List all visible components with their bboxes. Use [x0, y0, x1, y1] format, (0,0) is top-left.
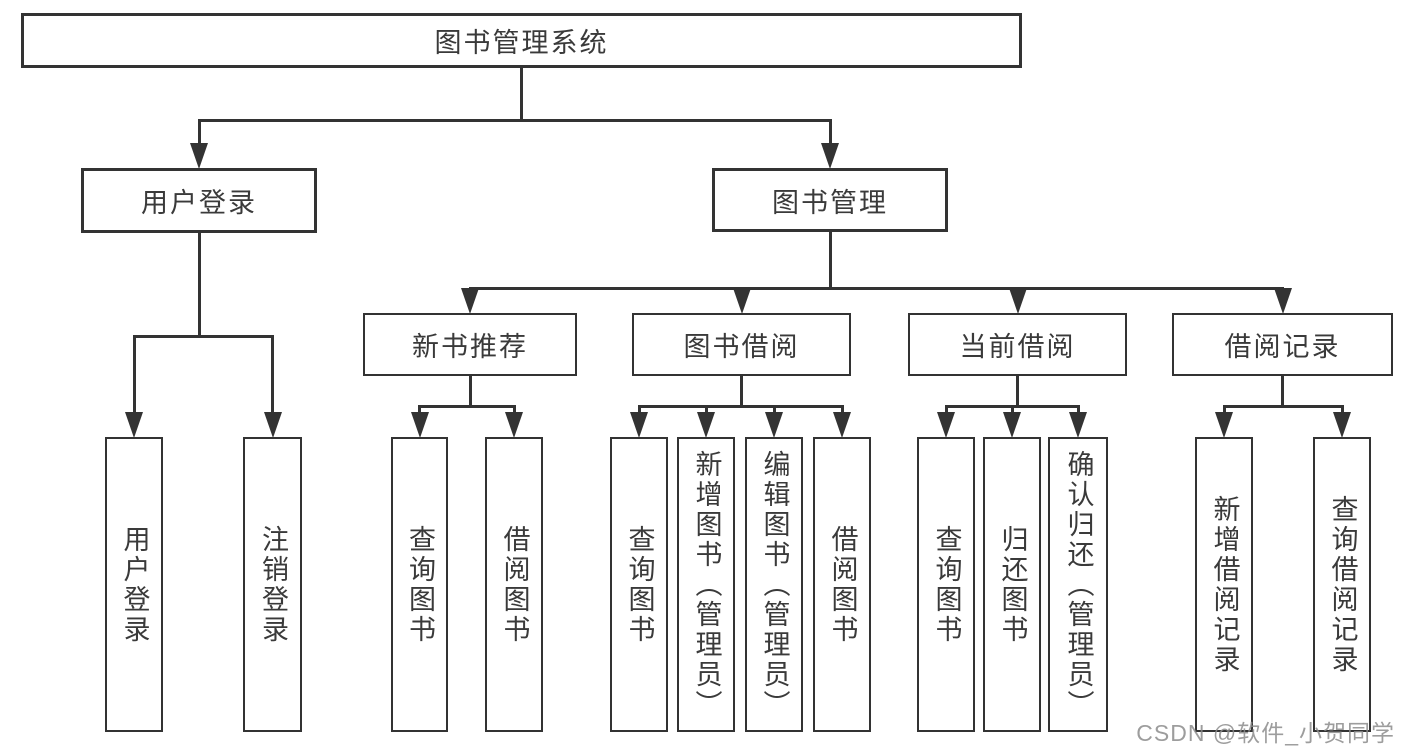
- connector-line: [197, 118, 832, 122]
- node-leaf-confirm-return: 确认归还（管理员）: [1048, 437, 1108, 732]
- node-book-mgmt: 图书管理: [712, 168, 948, 232]
- arrow-down-icon: [1008, 288, 1027, 314]
- connector-line: [468, 286, 1284, 290]
- arrow-down-icon: [630, 412, 648, 438]
- node-leaf-query-2-label: 查询图书: [624, 524, 655, 645]
- node-user-login-label: 用户登录: [141, 188, 257, 218]
- node-book-borrow-label: 图书借阅: [683, 332, 800, 362]
- node-current-borrow: 当前借阅: [908, 313, 1127, 376]
- arrow-down-icon: [937, 412, 955, 438]
- connector-line: [132, 334, 274, 338]
- connector-line: [828, 232, 832, 288]
- connector-line: [828, 120, 832, 162]
- node-leaf-logout: 注销登录: [243, 437, 302, 732]
- connector-line: [132, 336, 136, 431]
- arrow-down-icon: [190, 143, 208, 169]
- node-leaf-borrow-2-label: 借阅图书: [827, 524, 858, 645]
- arrow-down-icon: [1273, 288, 1292, 314]
- arrow-down-icon: [263, 412, 282, 438]
- connector-line: [271, 336, 274, 431]
- arrow-down-icon: [821, 143, 839, 169]
- node-leaf-query-3-label: 查询图书: [931, 524, 962, 645]
- node-leaf-query-2: 查询图书: [610, 437, 668, 732]
- connector-line: [1281, 376, 1284, 406]
- watermark: CSDN @软件_小贺同学: [1136, 720, 1395, 746]
- connector-line: [637, 404, 844, 408]
- node-leaf-add-record-label: 新增借阅记录: [1209, 494, 1240, 675]
- arrow-down-icon: [732, 288, 751, 314]
- node-borrow-records-label: 借阅记录: [1224, 332, 1341, 362]
- arrow-down-icon: [1333, 412, 1351, 438]
- arrow-down-icon: [765, 412, 783, 438]
- node-leaf-query-3: 查询图书: [917, 437, 975, 732]
- arrow-down-icon: [461, 288, 479, 314]
- node-new-book-rec-label: 新书推荐: [412, 332, 528, 362]
- node-leaf-edit-book-label: 编辑图书（管理员）: [759, 449, 790, 720]
- node-leaf-add-book-label: 新增图书（管理员）: [691, 449, 722, 720]
- node-leaf-query-1: 查询图书: [391, 437, 448, 732]
- node-leaf-query-1-label: 查询图书: [405, 524, 435, 645]
- connector-line: [197, 233, 201, 336]
- node-root: 图书管理系统: [21, 13, 1022, 68]
- node-user-login: 用户登录: [81, 168, 317, 233]
- node-borrow-records: 借阅记录: [1172, 313, 1393, 376]
- arrow-down-icon: [1069, 412, 1087, 438]
- node-leaf-return: 归还图书: [983, 437, 1041, 732]
- node-book-mgmt-label: 图书管理: [772, 187, 888, 218]
- connector-line: [197, 120, 201, 162]
- arrow-down-icon: [1003, 412, 1021, 438]
- connector-line: [468, 376, 472, 406]
- node-leaf-user-login-label: 用户登录: [119, 524, 150, 645]
- node-leaf-user-login: 用户登录: [105, 437, 163, 732]
- node-leaf-query-record-label: 查询借阅记录: [1327, 494, 1358, 675]
- node-leaf-edit-book: 编辑图书（管理员）: [745, 437, 803, 732]
- node-leaf-borrow-1: 借阅图书: [485, 437, 543, 732]
- node-leaf-borrow-1-label: 借阅图书: [499, 524, 530, 645]
- connector-line: [740, 376, 743, 406]
- arrow-down-icon: [410, 412, 429, 438]
- node-leaf-add-record: 新增借阅记录: [1195, 437, 1253, 732]
- arrow-down-icon: [697, 412, 715, 438]
- node-current-borrow-label: 当前借阅: [959, 332, 1076, 362]
- connector-line: [520, 68, 523, 120]
- node-leaf-borrow-2: 借阅图书: [813, 437, 871, 732]
- node-leaf-confirm-return-label: 确认归还（管理员）: [1063, 449, 1094, 720]
- node-book-borrow: 图书借阅: [632, 313, 851, 376]
- connector-line: [1016, 376, 1019, 406]
- arrow-down-icon: [505, 412, 523, 438]
- node-new-book-rec: 新书推荐: [363, 313, 577, 376]
- node-leaf-query-record: 查询借阅记录: [1313, 437, 1371, 732]
- arrow-down-icon: [125, 412, 143, 438]
- arrow-down-icon: [1215, 412, 1233, 438]
- node-leaf-return-label: 归还图书: [997, 524, 1028, 645]
- node-root-label: 图书管理系统: [434, 28, 609, 58]
- node-leaf-add-book: 新增图书（管理员）: [677, 437, 735, 732]
- connector-line: [1222, 404, 1344, 408]
- arrow-down-icon: [833, 412, 851, 438]
- node-leaf-logout-label: 注销登录: [258, 524, 288, 645]
- connector-line: [418, 404, 516, 408]
